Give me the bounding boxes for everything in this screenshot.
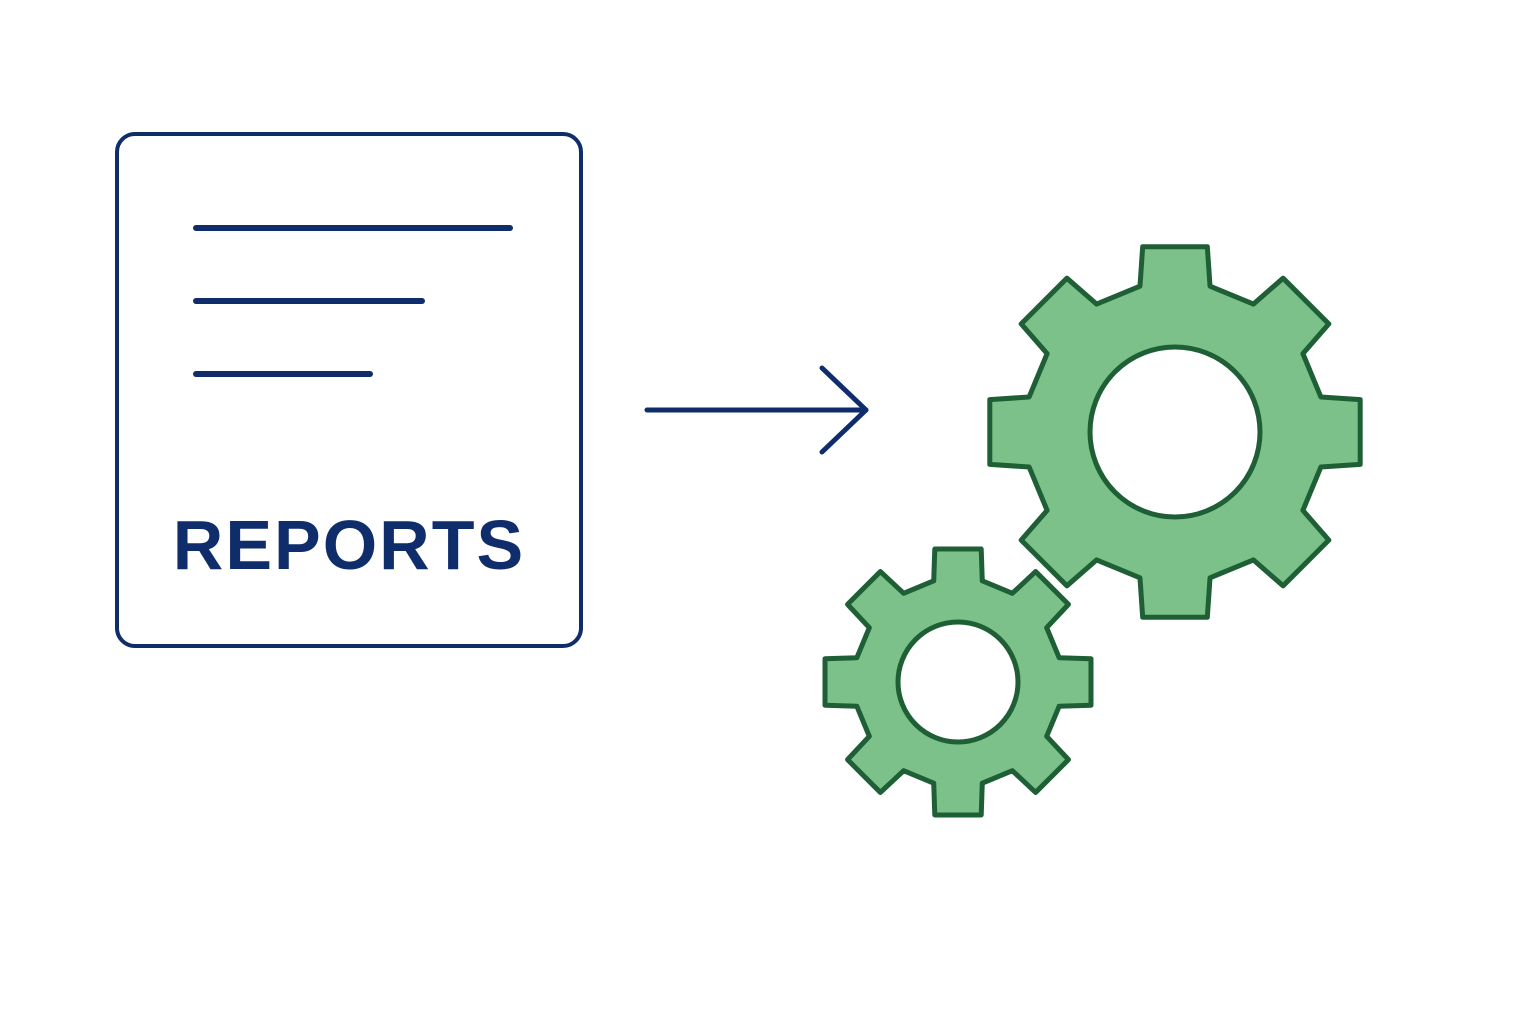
small-gear-icon — [822, 546, 1094, 818]
report-document-icon: REPORTS — [115, 132, 583, 648]
report-title: REPORTS — [172, 506, 526, 584]
gears-icon — [822, 244, 1363, 818]
arrow-right-icon — [644, 365, 869, 455]
large-gear-icon — [987, 244, 1363, 620]
report-text-line — [193, 225, 513, 231]
report-text-line — [193, 371, 373, 377]
report-text-line — [193, 298, 425, 304]
